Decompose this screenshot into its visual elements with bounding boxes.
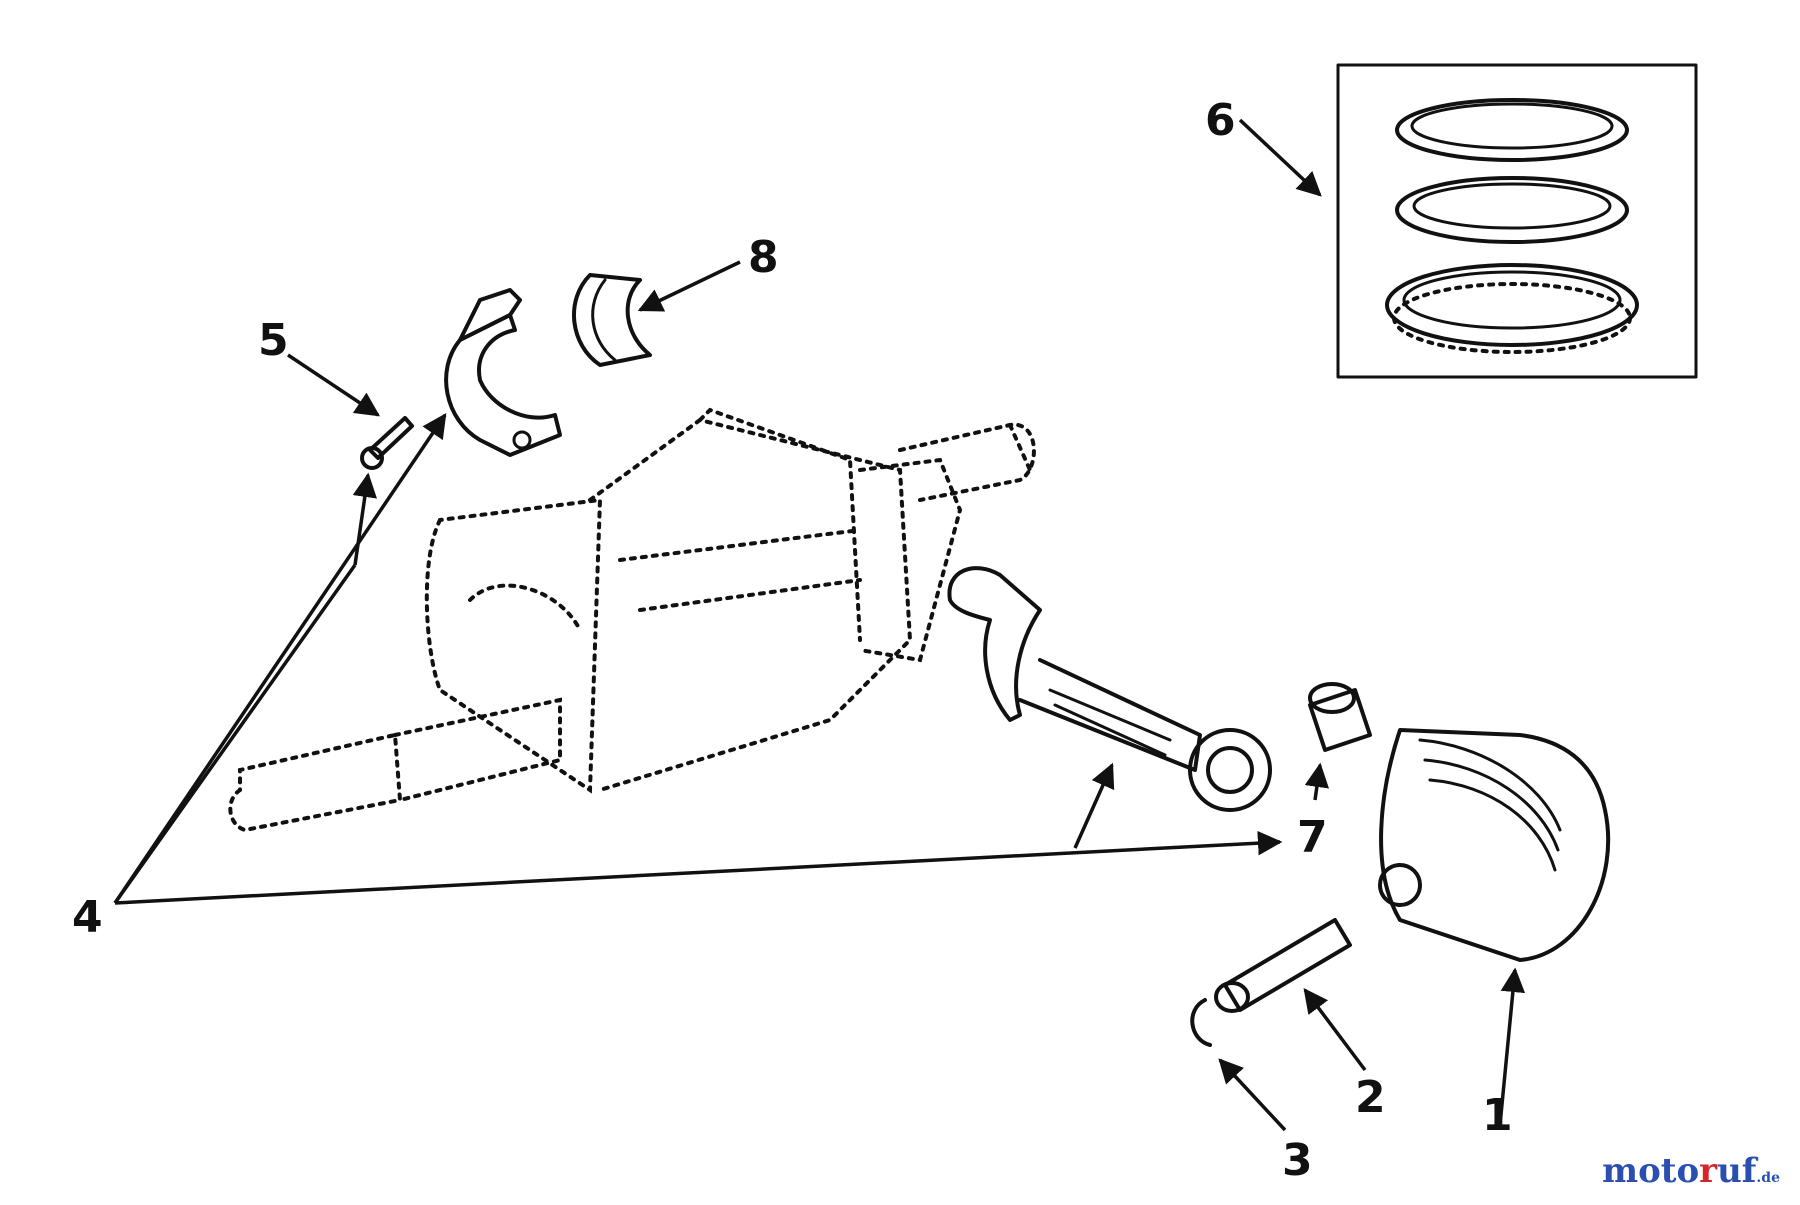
callout-piston: 1 (1482, 1090, 1513, 1141)
callout-bushing: 7 (1297, 812, 1328, 863)
connecting-rod (947, 566, 1272, 812)
callout-retainer-ring: 3 (1282, 1135, 1313, 1186)
callout-rod-bolt: 5 (258, 315, 289, 366)
bushing (1308, 682, 1372, 752)
piston-pin (1214, 918, 1352, 1013)
crankshaft-outline (228, 407, 1036, 833)
callout-connecting-rod-assembly: 4 (72, 892, 103, 943)
retainer-ring (1190, 998, 1212, 1047)
leader-lines (113, 118, 1526, 1132)
callout-bearing-insert: 8 (748, 232, 779, 283)
callout-piston-ring-set: 6 (1205, 95, 1236, 146)
rod-bolt (360, 416, 414, 470)
piston-ring-set (1336, 63, 1698, 379)
bearing-insert (572, 273, 652, 367)
piston (1378, 728, 1611, 962)
watermark-logo: motoruf.de (1602, 1151, 1780, 1191)
callout-piston-pin: 2 (1355, 1072, 1386, 1123)
rod-cap (444, 288, 562, 457)
